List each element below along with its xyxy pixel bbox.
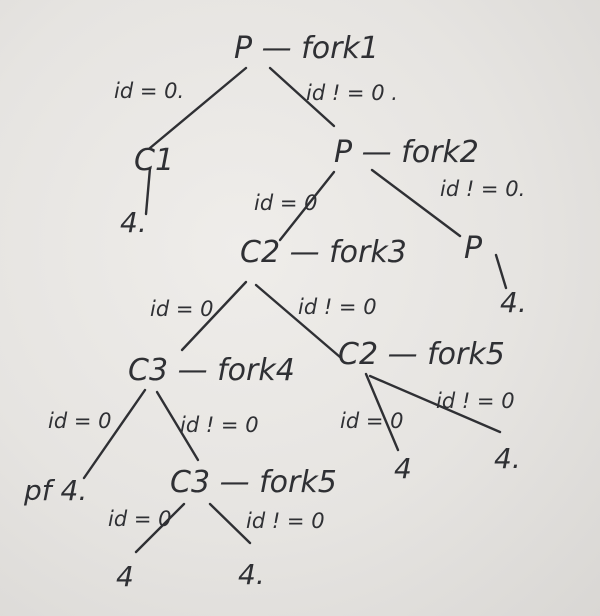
edge-label-c3f5-right: id ! = 0 [246, 509, 325, 533]
edge-c3-right [155, 390, 200, 462]
node-p-fork2: P — fork2 [334, 135, 479, 170]
edge-c1-leaf [144, 166, 152, 216]
edge-c2-right [254, 283, 342, 359]
edge-c2-left [180, 280, 248, 352]
edge-p-leaf [494, 253, 508, 290]
edge-label-c2f5-right: id ! = 0 [436, 389, 515, 413]
edge-c3f5-left [134, 502, 186, 554]
edge-p2-left [278, 170, 336, 242]
leaf-c2f5-left-value: 4 [394, 452, 412, 485]
edge-label-c3f5-left: id = 0 [108, 507, 171, 531]
leaf-c3f5-right-value: 4. [238, 558, 265, 591]
leaf-p-value: 4. [500, 286, 527, 319]
leaf-c2f5-right-value: 4. [494, 442, 521, 475]
edge-p2-right [370, 168, 462, 238]
edge-label-c2-right: id ! = 0 [298, 295, 377, 319]
edge-c3f5-right [208, 502, 252, 545]
node-c1: C1 [134, 143, 174, 178]
edge-label-c2-left: id = 0 [150, 297, 213, 321]
edge-label-p2-right: id ! = 0. [440, 177, 525, 201]
leaf-c1-value: 4. [120, 206, 147, 239]
edge-label-p2-left: id = 0 [254, 191, 317, 215]
edge-root-right [268, 66, 336, 128]
node-p-final: P [464, 231, 483, 266]
edge-c2f5-right [368, 374, 502, 434]
node-c3-fork4: C3 — fork4 [128, 353, 295, 388]
edge-root-left [148, 66, 248, 150]
edge-c2f5-left [364, 372, 400, 452]
edge-c3-left [82, 388, 147, 480]
edge-label-c2f5-left: id = 0 [340, 409, 403, 433]
edge-label-c3-left: id = 0 [48, 409, 111, 433]
node-c2-fork3: C2 — fork3 [240, 235, 407, 270]
edge-label-root-right: id ! = 0 . [306, 81, 398, 105]
edge-label-c3-right: id ! = 0 [180, 413, 259, 437]
leaf-pf-value: pf 4. [23, 474, 87, 507]
node-root: P — fork1 [234, 31, 379, 66]
edge-label-root-left: id = 0. [114, 79, 184, 103]
leaf-c3f5-left-value: 4 [116, 560, 134, 593]
node-c2-fork5: C2 — fork5 [338, 337, 505, 372]
node-c3-fork5: C3 — fork5 [170, 465, 337, 500]
